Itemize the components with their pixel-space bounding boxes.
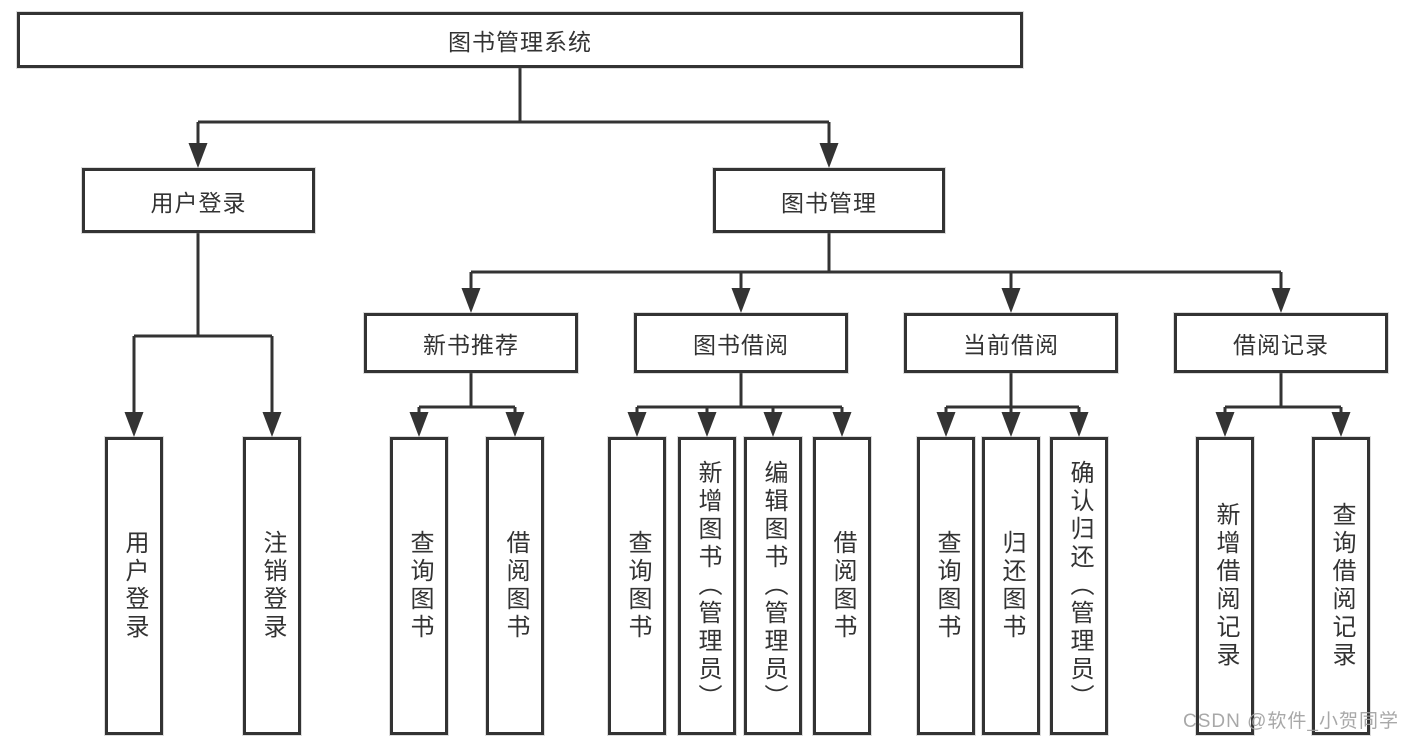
leaf-add-borrow-record: 新增借阅记录 bbox=[1196, 437, 1254, 735]
arrow-down-icon bbox=[832, 412, 852, 437]
connector-lines bbox=[132, 68, 1343, 431]
leaf-borrow-books: 借阅图书 bbox=[813, 437, 871, 735]
arrow-down-icon bbox=[262, 412, 282, 437]
arrow-down-icon bbox=[1215, 412, 1235, 437]
leaf-logout: 注销登录 bbox=[243, 437, 301, 735]
node-book-management: 图书管理 bbox=[713, 168, 945, 233]
arrow-down-icon bbox=[627, 412, 647, 437]
leaf-borrow-books-recommend: 借阅图书 bbox=[486, 437, 544, 735]
arrow-down-icon bbox=[188, 143, 208, 168]
arrow-down-icon bbox=[1001, 412, 1021, 437]
leaf-add-books-admin: 新增图书（管理员） bbox=[678, 437, 736, 735]
arrow-down-icon bbox=[936, 412, 956, 437]
leaf-confirm-return-admin: 确认归还（管理员） bbox=[1050, 437, 1108, 735]
arrow-down-icon bbox=[763, 412, 783, 437]
arrow-down-icon bbox=[1271, 288, 1291, 313]
node-current-borrow: 当前借阅 bbox=[904, 313, 1118, 373]
csdn-watermark: CSDN @软件_小贺同学 bbox=[1183, 711, 1399, 732]
arrow-down-icon bbox=[819, 143, 839, 168]
arrow-down-icon bbox=[505, 412, 525, 437]
arrow-down-icon bbox=[124, 412, 144, 437]
leaf-edit-books-admin: 编辑图书（管理员） bbox=[744, 437, 802, 735]
node-new-book-recommend: 新书推荐 bbox=[364, 313, 578, 373]
arrow-down-icon bbox=[409, 412, 429, 437]
leaf-return-books: 归还图书 bbox=[982, 437, 1040, 735]
arrow-down-icon bbox=[697, 412, 717, 437]
leaf-query-borrow-record: 查询借阅记录 bbox=[1312, 437, 1370, 735]
leaf-query-books-current: 查询图书 bbox=[917, 437, 975, 735]
node-library-system: 图书管理系统 bbox=[17, 12, 1023, 68]
arrow-down-icon bbox=[731, 288, 751, 313]
leaf-user-login: 用户登录 bbox=[105, 437, 163, 735]
leaf-query-books-borrow: 查询图书 bbox=[608, 437, 666, 735]
node-user-login: 用户登录 bbox=[82, 168, 315, 233]
node-book-borrow: 图书借阅 bbox=[634, 313, 848, 373]
arrow-down-icon bbox=[1001, 288, 1021, 313]
arrow-down-icon bbox=[461, 288, 481, 313]
arrow-down-icon bbox=[1069, 412, 1089, 437]
node-borrow-records: 借阅记录 bbox=[1174, 313, 1388, 373]
leaf-query-books-recommend: 查询图书 bbox=[390, 437, 448, 735]
arrow-down-icon bbox=[1331, 412, 1351, 437]
